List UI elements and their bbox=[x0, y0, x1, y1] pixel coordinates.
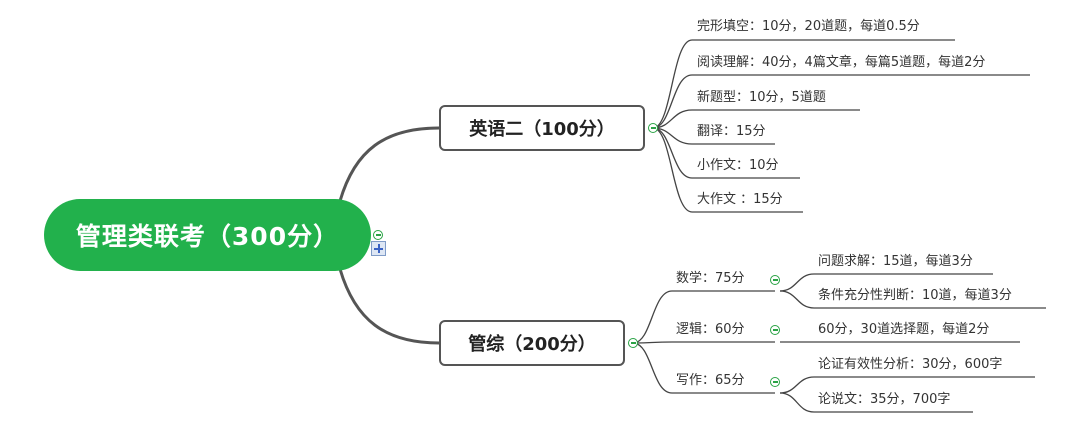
english-leaf-connector-3 bbox=[652, 127, 775, 145]
branch-management-label: 管综（200分） bbox=[468, 334, 596, 355]
sub-0-leaf-connector-0 bbox=[779, 273, 993, 292]
english-leaf-long-essay[interactable]: 大作文 ：15分 bbox=[697, 192, 783, 207]
english-leaf-new-type[interactable]: 新题型：10分，5道题 bbox=[697, 90, 826, 105]
english-leaf-reading[interactable]: 阅读理解：40分，4篇文章，每篇5道题，每道2分 bbox=[697, 55, 986, 70]
management-sub-connector-1 bbox=[632, 341, 775, 344]
english-leaf-connector-1 bbox=[652, 74, 1030, 129]
sub-2-leaf-connector-0 bbox=[779, 376, 1035, 394]
logic-leaf-choice[interactable]: 60分，30道选择题，每道2分 bbox=[818, 322, 990, 337]
root-expand-icon[interactable] bbox=[371, 241, 386, 256]
sub-2-leaf-connector-1 bbox=[779, 392, 973, 413]
writing-leaf-argument-analysis[interactable]: 论证有效性分析：30分，600字 bbox=[818, 357, 1003, 372]
management-sub-logic[interactable]: 逻辑：60分 bbox=[676, 322, 745, 337]
math-leaf-sufficiency[interactable]: 条件充分性判断：10道，每道3分 bbox=[818, 288, 1012, 303]
root-topic-label: 管理类联考（300分） bbox=[75, 222, 340, 251]
english-leaf-connector-4 bbox=[652, 127, 800, 179]
logic-collapse-icon[interactable] bbox=[770, 325, 780, 335]
english-leaf-short-essay[interactable]: 小作文：10分 bbox=[697, 158, 779, 173]
english-leaf-connector-5 bbox=[652, 127, 803, 213]
sub-0-leaf-connector-1 bbox=[779, 290, 1046, 309]
branch-english-label: 英语二（100分） bbox=[469, 119, 615, 140]
english-leaf-cloze[interactable]: 完形填空：10分，20道题，每道0.5分 bbox=[697, 19, 920, 34]
connector-root-management bbox=[338, 268, 440, 345]
writing-collapse-icon[interactable] bbox=[770, 377, 780, 387]
management-sub-writing[interactable]: 写作：65分 bbox=[676, 373, 745, 388]
management-sub-math[interactable]: 数学：75分 bbox=[676, 271, 745, 286]
english-leaf-translation[interactable]: 翻译：15分 bbox=[697, 124, 766, 139]
branch-management-collapse-icon[interactable] bbox=[628, 338, 638, 348]
english-leaf-connector-2 bbox=[652, 109, 860, 129]
branch-management[interactable]: 管综（200分） bbox=[439, 320, 625, 366]
writing-leaf-essay[interactable]: 论说文：35分，700字 bbox=[818, 392, 951, 407]
management-sub-connector-2 bbox=[632, 342, 775, 394]
root-topic[interactable]: 管理类联考（300分） bbox=[44, 199, 371, 271]
management-sub-connector-0 bbox=[632, 290, 775, 344]
english-leaf-connector-0 bbox=[652, 39, 955, 129]
branch-english[interactable]: 英语二（100分） bbox=[439, 105, 645, 151]
math-collapse-icon[interactable] bbox=[770, 275, 780, 285]
connector-root-english bbox=[338, 126, 440, 202]
root-collapse-icon[interactable] bbox=[373, 230, 383, 240]
branch-english-collapse-icon[interactable] bbox=[648, 123, 658, 133]
math-leaf-problem-solving[interactable]: 问题求解：15道，每道3分 bbox=[818, 254, 973, 269]
